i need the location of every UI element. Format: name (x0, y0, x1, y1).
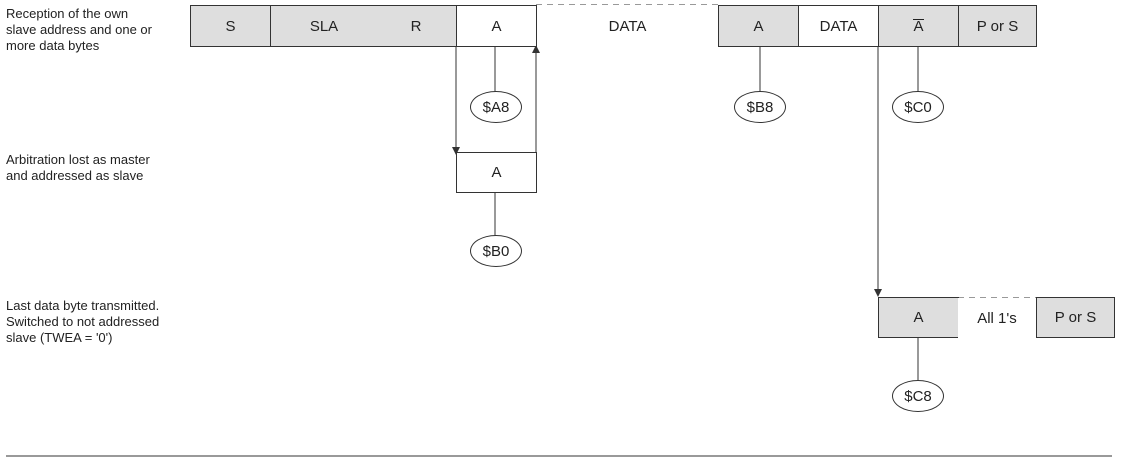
status-c0-oval: $C0 (892, 91, 944, 123)
status-a8-oval: $A8 (470, 91, 522, 123)
ack-box-2: A (718, 5, 799, 47)
desc-arbitration: Arbitration lost as master and addressed… (6, 152, 150, 183)
not-ack-label: A (913, 17, 924, 35)
stop-or-start-box: P or S (958, 5, 1037, 47)
all-ones-box: All 1's (958, 298, 1037, 338)
status-b8-oval: $B8 (734, 91, 786, 123)
status-c8-oval: $C8 (892, 380, 944, 412)
not-ack-box: A (878, 5, 959, 47)
start-box: S (190, 5, 271, 47)
desc-reception: Reception of the own slave address and o… (6, 6, 152, 53)
last-ack-box: A (878, 297, 959, 338)
data-box-2: DATA (798, 5, 879, 47)
last-stop-or-start-box: P or S (1036, 297, 1115, 338)
ack-box-1: A (456, 5, 537, 47)
status-b0-oval: $B0 (470, 235, 522, 267)
desc-last-byte: Last data byte transmitted. Switched to … (6, 298, 160, 345)
sla-box: SLA (270, 5, 377, 47)
read-box: R (376, 5, 457, 47)
arbitration-ack-box: A (456, 152, 537, 193)
data-box-1: DATA (536, 5, 719, 47)
